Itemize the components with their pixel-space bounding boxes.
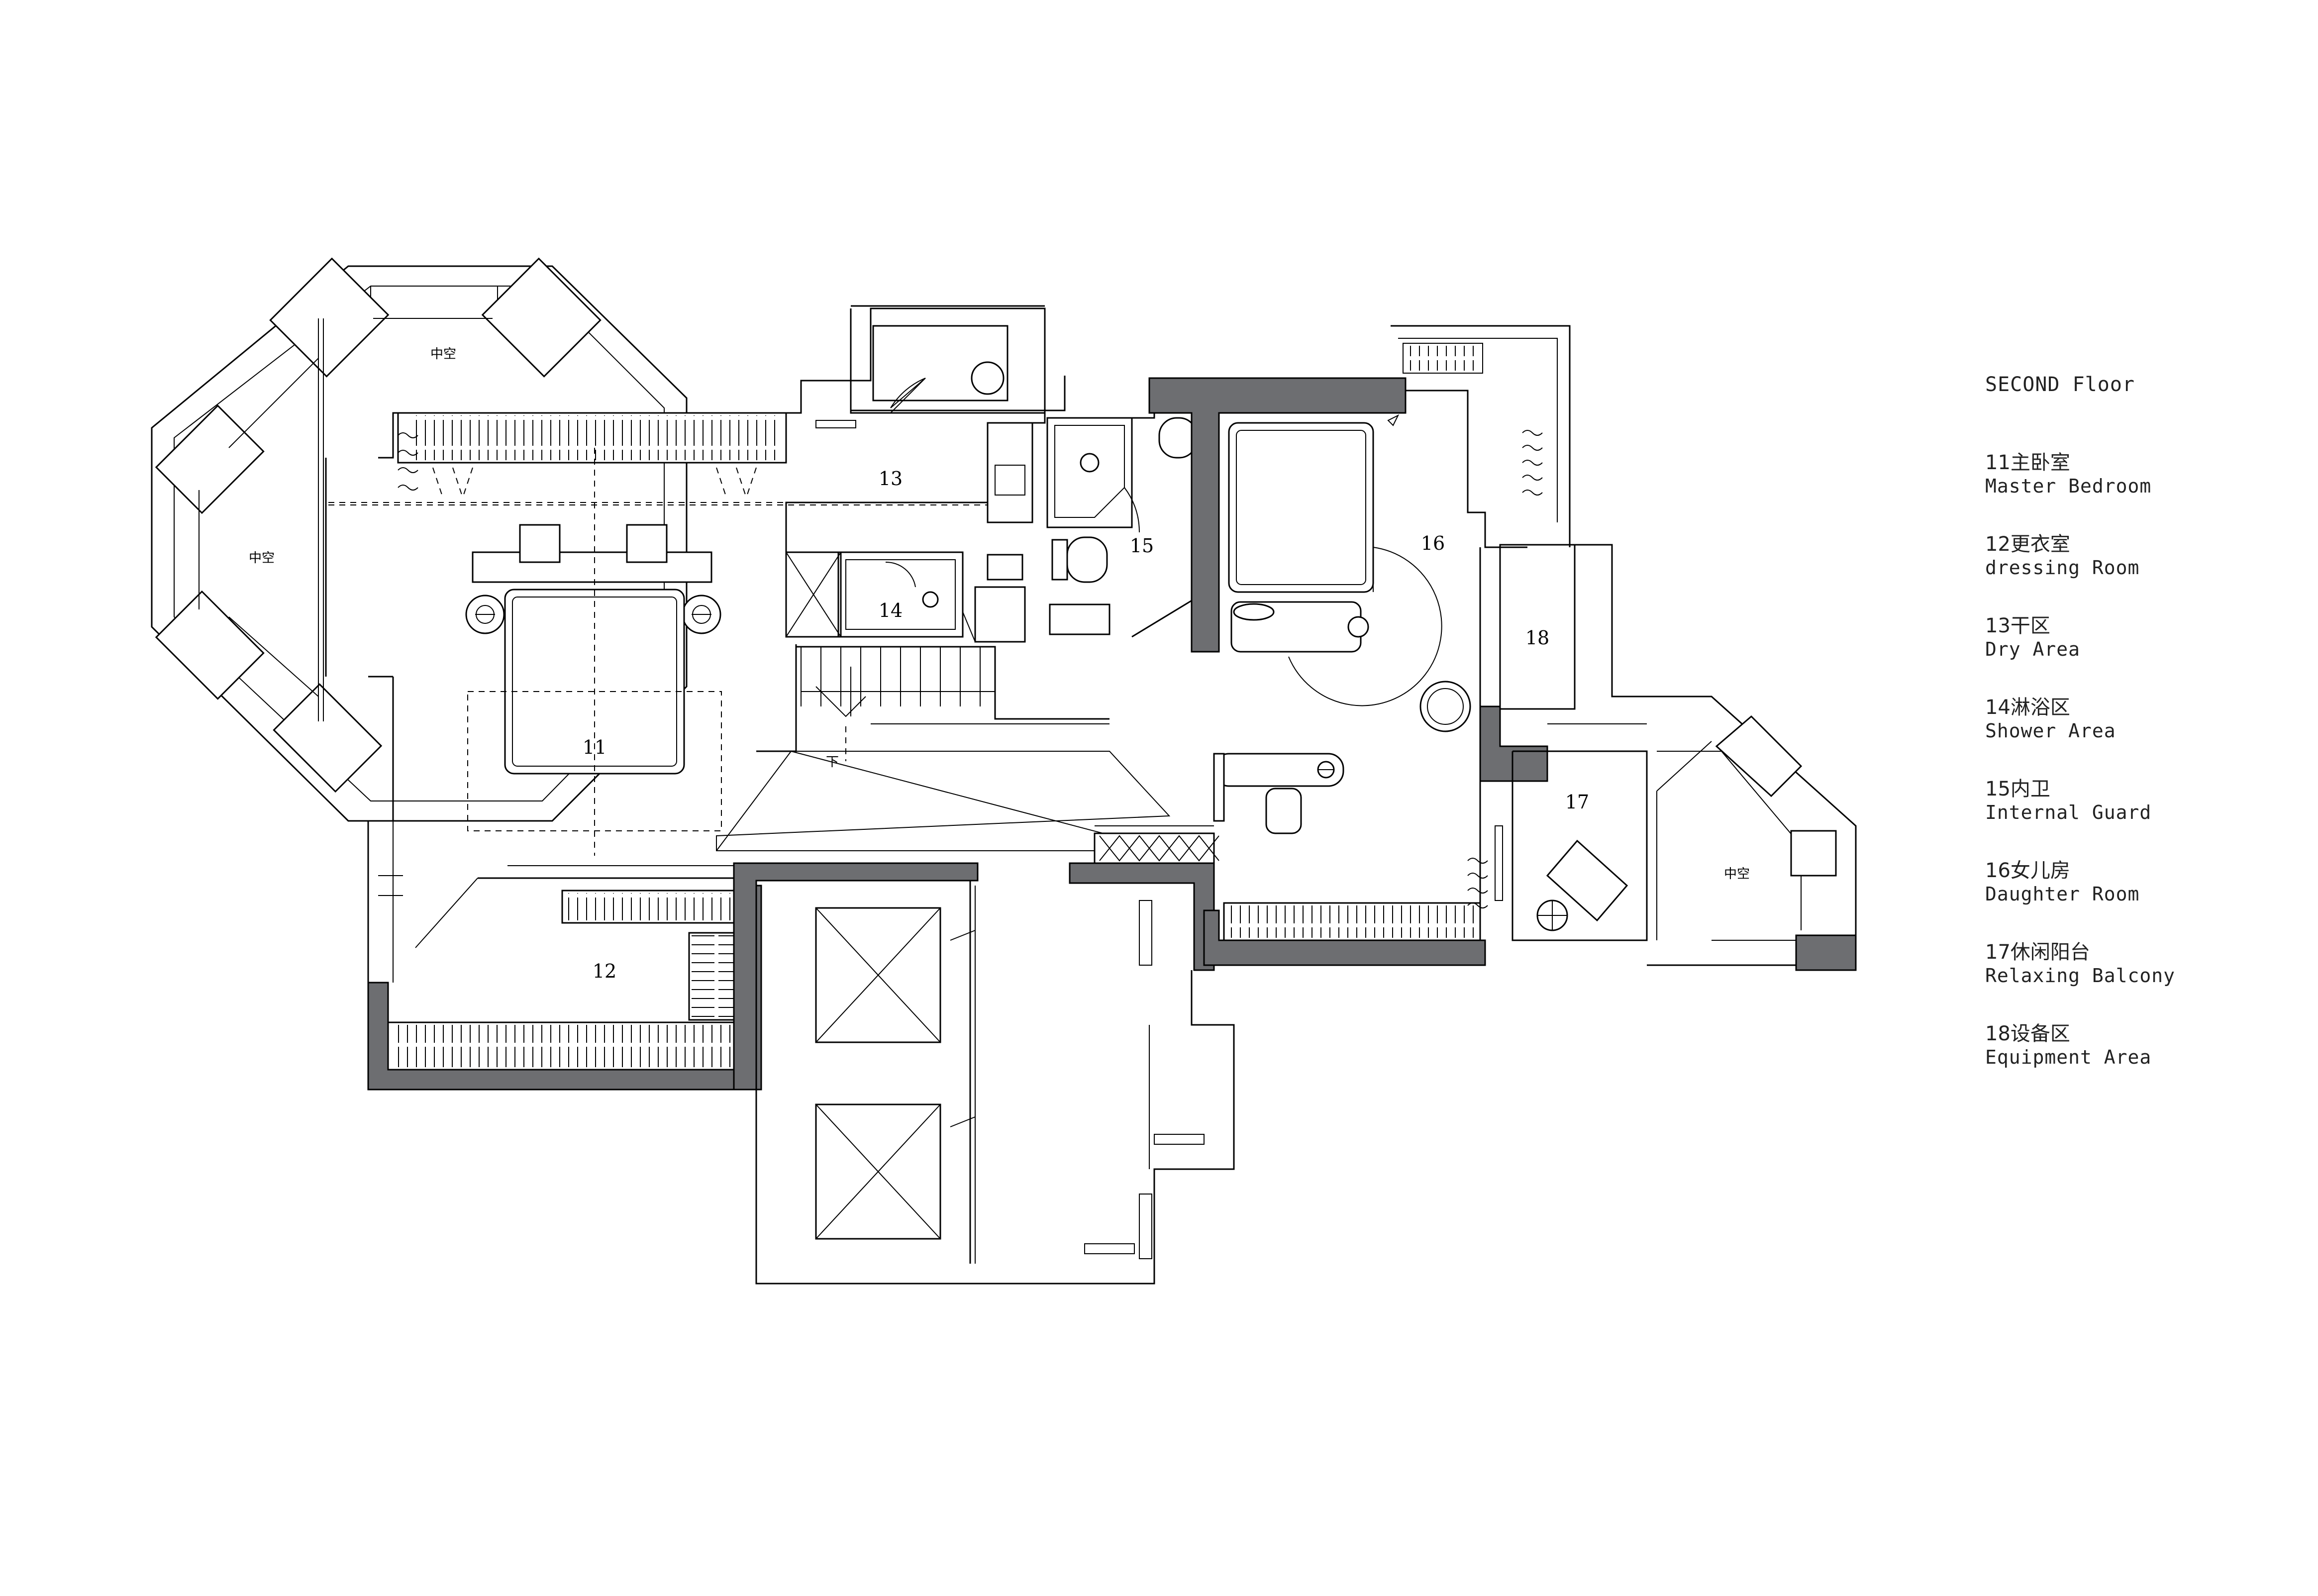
legend-entry-cn: 11主卧室 [1985,451,2070,474]
legend-entry-en: Dry Area [1985,638,2081,660]
room-number-14: 14 [879,599,903,621]
legend-entry: 17休闲阳台 Relaxing Balcony [1985,940,2294,987]
room-number-12: 12 [593,960,616,982]
relaxing-balcony: 17 中空 [1495,696,1857,971]
room-number-13: 13 [879,468,903,490]
legend-entry-cn: 15内卫 [1985,778,2050,800]
legend-entry-cn: 12更衣室 [1985,533,2070,556]
void-label-east: 中空 [1724,867,1750,882]
west-bay-octagon: 中空 中空 [151,257,688,822]
core-and-lifts [733,862,1235,1285]
room-number-16: 16 [1421,532,1445,554]
legend-entry: 11主卧室 Master Bedroom [1985,451,2294,498]
legend-entry-en: Equipment Area [1985,1046,2152,1068]
legend-entry-en: Shower Area [1985,720,2116,742]
legend-entry-en: Master Bedroom [1985,475,2152,497]
legend-entry: 18设备区 Equipment Area [1985,1022,2294,1069]
room-number-15: 15 [1130,535,1154,557]
room-number-17: 17 [1565,791,1589,813]
room-number-11: 11 [583,736,606,758]
legend-entry-cn: 18设备区 [1985,1022,2070,1045]
floor-title: SECOND Floor [1985,373,2135,396]
legend-entry-cn: 13干区 [1985,614,2050,637]
void-label-north: 中空 [430,347,456,362]
legend-entry: 16女儿房 Daughter Room [1985,859,2294,905]
master-bed-group: 11 [328,448,995,856]
staircase: 下 [716,644,1171,851]
void-label-west: 中空 [249,551,275,566]
legend-entry-en: Internal Guard [1985,801,2152,823]
master-bedroom-shell [325,307,1046,1090]
legend: SECOND Floor 11主卧室 Master Bedroom 12更衣室 … [1985,373,2294,1103]
room-number-18: 18 [1525,627,1549,649]
legend-entry: 12更衣室 dressing Room [1985,532,2294,579]
legend-entry-cn: 17休闲阳台 [1985,941,2090,964]
daughter-room: 16 [1094,325,1571,966]
legend-entry-cn: 16女儿房 [1985,859,2070,882]
dressing-room: 12 [367,821,762,1091]
internal-wc: 15 [1046,387,1215,638]
legend-entry-cn: 14淋浴区 [1985,696,2070,719]
bathroom-zone: 13 14 [785,305,1110,643]
legend-entry-en: Daughter Room [1985,883,2140,905]
legend-entry-en: dressing Room [1985,557,2140,579]
legend-entry: 13干区 Dry Area [1985,614,2294,661]
legend-entry-en: Relaxing Balcony [1985,965,2176,987]
legend-entry: 15内卫 Internal Guard [1985,777,2294,824]
equipment-area: 18 [1499,544,1712,710]
legend-entry: 14淋浴区 Shower Area [1985,696,2294,742]
